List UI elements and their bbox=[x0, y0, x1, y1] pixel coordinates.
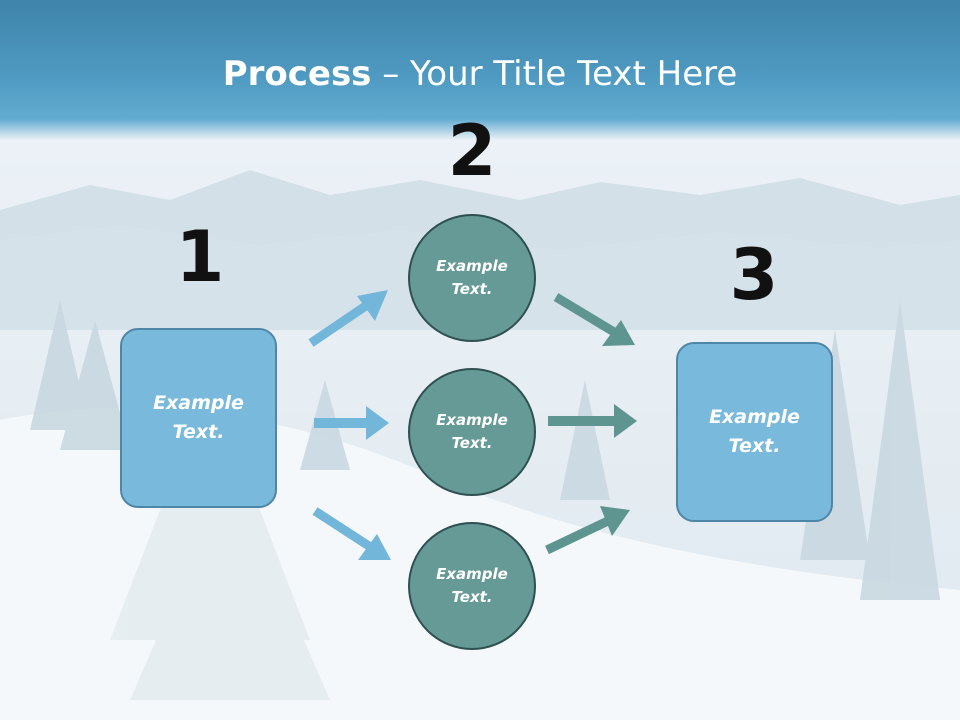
title-rest: – Your Title Text Here bbox=[371, 54, 738, 94]
arrow-left-to-bottom bbox=[312, 507, 391, 560]
step-number-3: 3 bbox=[729, 234, 779, 316]
slide-title: Process – Your Title Text Here bbox=[0, 52, 960, 96]
arrow-left-to-center bbox=[314, 406, 389, 440]
step-number-1: 1 bbox=[175, 216, 225, 298]
arrow-left-to-top bbox=[308, 290, 388, 347]
title-bold: Process bbox=[222, 54, 372, 94]
arrow-bottom-to-right bbox=[545, 506, 630, 555]
step-number-2: 2 bbox=[447, 110, 497, 192]
arrow-center-to-right bbox=[548, 404, 637, 438]
arrow-top-to-right bbox=[553, 293, 635, 346]
title-bar bbox=[0, 0, 960, 140]
